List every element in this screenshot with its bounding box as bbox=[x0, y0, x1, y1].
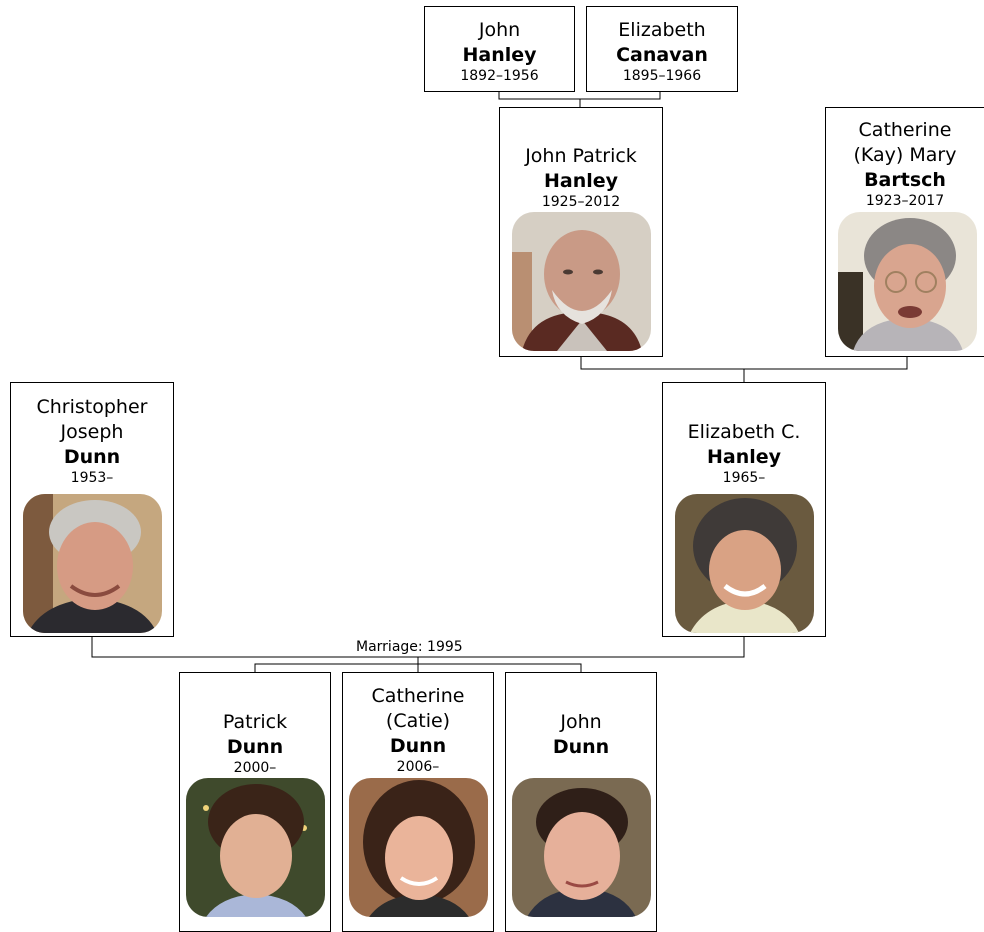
portrait-photo bbox=[23, 494, 162, 633]
given-name: John Patrick bbox=[525, 145, 637, 167]
surname: Dunn bbox=[389, 735, 447, 757]
portrait-photo bbox=[838, 212, 977, 351]
life-years: 2000– bbox=[233, 760, 277, 776]
person-card-elizabeth-hanley[interactable]: Elizabeth C. Hanley 1965– bbox=[662, 382, 826, 637]
life-years: 1925–2012 bbox=[541, 194, 621, 210]
given-name: Elizabeth C. bbox=[687, 421, 801, 443]
person-card-patrick-dunn[interactable]: Patrick Dunn 2000– bbox=[179, 672, 331, 932]
connector-children bbox=[254, 657, 582, 672]
person-card-john-dunn[interactable]: John Dunn bbox=[505, 672, 657, 932]
given-name: Catherine (Kay) Mary bbox=[853, 119, 957, 166]
person-card-catherine-bartsch[interactable]: Catherine (Kay) Mary Bartsch 1923–2017 bbox=[825, 107, 984, 357]
life-years: 1953– bbox=[70, 470, 114, 486]
portrait-photo bbox=[186, 778, 325, 917]
given-name: John bbox=[560, 711, 602, 733]
portrait-photo bbox=[512, 778, 651, 917]
surname: Hanley bbox=[462, 44, 537, 66]
life-years: 1892–1956 bbox=[460, 68, 539, 84]
life-years: 1965– bbox=[722, 470, 766, 486]
surname: Canavan bbox=[616, 44, 708, 66]
person-card-elizabeth-canavan[interactable]: Elizabeth Canavan 1895–1966 bbox=[586, 6, 738, 92]
portrait-photo bbox=[675, 494, 814, 633]
surname: Hanley bbox=[543, 170, 619, 192]
connector-grandparents bbox=[498, 91, 661, 107]
person-card-christopher-dunn[interactable]: Christopher Joseph Dunn 1953– bbox=[10, 382, 174, 637]
given-name: Christopher Joseph bbox=[36, 396, 148, 443]
life-years: 1895–1966 bbox=[622, 68, 702, 84]
given-name: John bbox=[478, 19, 521, 41]
surname: Bartsch bbox=[864, 169, 946, 191]
surname: Hanley bbox=[706, 446, 782, 468]
given-name: Patrick bbox=[222, 711, 288, 733]
connector-parents-hanley bbox=[580, 356, 908, 382]
surname: Dunn bbox=[552, 736, 610, 758]
marriage-label: Marriage: 1995 bbox=[354, 639, 465, 655]
surname: Dunn bbox=[226, 736, 284, 758]
given-name: Elizabeth bbox=[618, 19, 706, 41]
life-years: 2006– bbox=[396, 759, 440, 775]
person-card-catie-dunn[interactable]: Catherine (Catie) Dunn 2006– bbox=[342, 672, 494, 932]
portrait-photo bbox=[349, 778, 488, 917]
person-card-john-hanley-sr[interactable]: John Hanley 1892–1956 bbox=[424, 6, 575, 92]
portrait-photo bbox=[512, 212, 651, 351]
person-card-john-patrick-hanley[interactable]: John Patrick Hanley 1925–2012 bbox=[499, 107, 663, 357]
surname: Dunn bbox=[63, 446, 121, 468]
given-name: Catherine (Catie) bbox=[371, 685, 465, 732]
life-years: 1923–2017 bbox=[865, 193, 945, 209]
